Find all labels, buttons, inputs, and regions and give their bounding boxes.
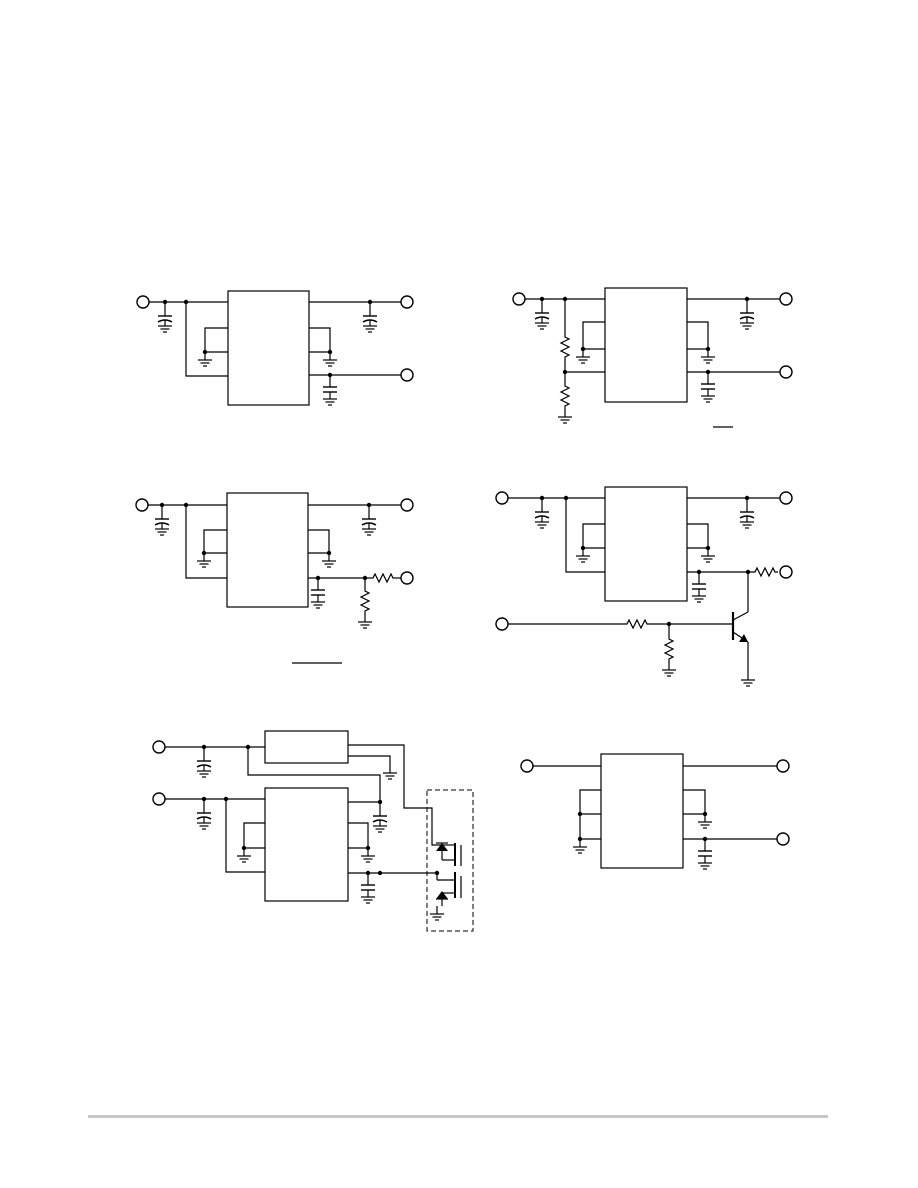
output-terminal: [400, 295, 414, 309]
schematic-2: [512, 287, 793, 428]
input-terminal: [512, 292, 526, 306]
input-terminal-a: [152, 740, 166, 754]
schematic-1: [136, 290, 414, 406]
regulator-ic: [227, 290, 310, 406]
output-terminal-2: [400, 368, 414, 382]
input-terminal: [495, 491, 509, 505]
input-terminal-b: [152, 792, 166, 806]
schematic-4: [495, 486, 793, 687]
output-terminal-2: [400, 571, 414, 585]
regulator-ic: [264, 787, 349, 902]
regulator-ic: [226, 492, 309, 608]
input-terminal: [136, 295, 150, 309]
auxiliary-ic: [264, 730, 349, 764]
regulator-ic: [604, 287, 688, 403]
mosfet-switch-block: [426, 789, 474, 932]
output-terminal: [779, 292, 793, 306]
footer-rule: [88, 1115, 828, 1118]
schematic-5: [152, 730, 474, 932]
input-terminal: [135, 498, 149, 512]
regulator-ic: [600, 753, 684, 869]
schematic-3: [135, 492, 414, 664]
output-terminal: [400, 498, 414, 512]
output-terminal-2: [776, 832, 790, 846]
output-terminal: [779, 491, 793, 505]
output-terminal-2: [779, 365, 793, 379]
regulator-ic: [604, 486, 688, 602]
control-input-terminal: [495, 617, 509, 631]
schematic-6: [520, 753, 790, 870]
input-terminal: [520, 759, 534, 773]
output-terminal: [776, 759, 790, 773]
output-terminal-2: [779, 565, 793, 579]
